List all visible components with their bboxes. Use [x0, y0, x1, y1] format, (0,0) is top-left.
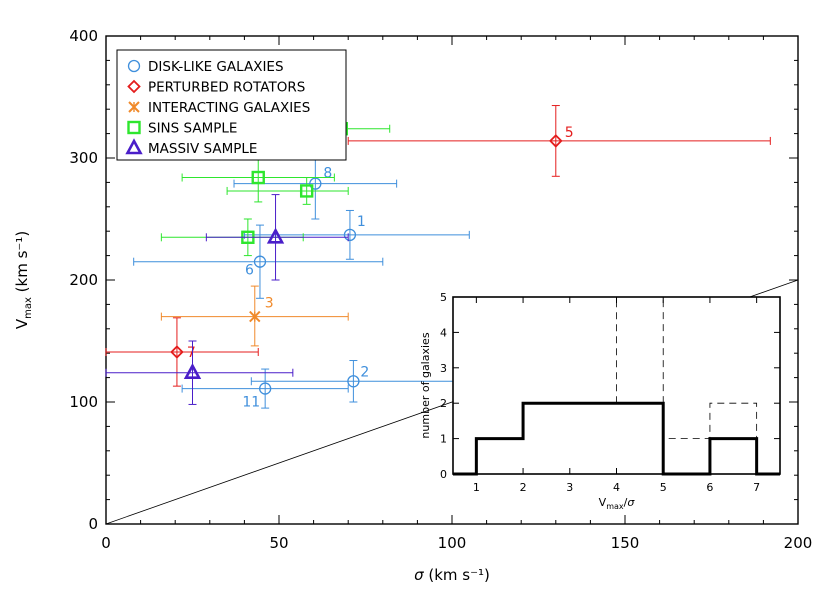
inset-x-tick-label: 6 [706, 481, 713, 494]
legend-label: DISK-LIKE GALAXIES [148, 59, 284, 75]
legend-label: SINS SAMPLE [148, 121, 237, 137]
point-marker [251, 170, 265, 185]
y-tick-label: 100 [69, 393, 98, 411]
series-perturbed-rotators: 57 [105, 105, 771, 387]
legend-marker [127, 79, 141, 94]
point-marker [183, 362, 202, 380]
data-point: 3 [160, 285, 349, 347]
series-disk-like-galaxies: 1 2 6 8 11 [133, 150, 470, 411]
point-marker [299, 184, 314, 198]
point-label: 7 [187, 345, 196, 361]
data-point: 1 [243, 209, 470, 260]
legend-entry: DISK-LIKE GALAXIES [127, 59, 284, 75]
x-tick-label: 100 [438, 534, 467, 552]
x-tick-label: 200 [784, 534, 813, 552]
legend-label: PERTURBED ROTATORS [148, 80, 305, 96]
inset-x-tick-label: 4 [613, 481, 620, 494]
data-point [226, 177, 349, 205]
series-massiv-sample [105, 194, 349, 405]
point-label: 11 [242, 395, 260, 411]
point-marker [309, 177, 322, 190]
inset-x-tick-label: 5 [660, 481, 667, 494]
inset-x-tick-label: 2 [520, 481, 527, 494]
legend-entry: INTERACTING GALAXIES [128, 100, 310, 116]
data-point: 11 [181, 368, 349, 411]
legend-entry: PERTURBED ROTATORS [127, 79, 305, 96]
point-marker [549, 134, 563, 148]
legend-marker [127, 120, 141, 135]
data-point: 2 [250, 360, 460, 403]
legend-marker [128, 101, 140, 113]
inset-y-tick-label: 5 [440, 291, 447, 304]
legend-marker [125, 138, 143, 155]
data-point [105, 340, 294, 405]
point-marker [343, 228, 357, 242]
inset-x-tick-label: 1 [473, 481, 480, 494]
y-tick-label: 300 [69, 149, 98, 167]
inset-y-tick-label: 4 [440, 326, 447, 339]
legend-label: MASSIV SAMPLE [148, 141, 257, 157]
legend-entry: SINS SAMPLE [127, 120, 237, 137]
point-label: 5 [565, 125, 574, 141]
data-point [205, 194, 349, 281]
series-interacting-galaxies: 3 [160, 285, 349, 347]
point-marker [347, 375, 360, 388]
point-label: 3 [265, 296, 274, 312]
point-label: 1 [357, 214, 366, 230]
inset-y-tick-label: 1 [440, 433, 447, 446]
x-tick-label: 150 [611, 534, 640, 552]
inset-y-tick-label: 3 [440, 362, 447, 375]
legend-box [116, 49, 347, 161]
legend: DISK-LIKE GALAXIES PERTURBED ROTATORS INTE… [116, 49, 347, 161]
legend-marker [127, 59, 141, 73]
data-point: 7 [105, 317, 259, 387]
y-tick-label: 0 [88, 515, 98, 533]
histogram-dashed [616, 296, 758, 439]
inset-x-tick-label: 7 [753, 481, 760, 494]
y-axis-title: Vmax (km s⁻¹) [13, 231, 34, 329]
point-label: 2 [360, 364, 369, 380]
legend-entry: MASSIV SAMPLE [125, 138, 257, 157]
y-tick-label: 200 [69, 271, 98, 289]
inset-x-tick-label: 3 [566, 481, 573, 494]
inset-y-axis-title: number of galaxies [419, 332, 432, 438]
inset-y-tick-label: 0 [440, 468, 447, 481]
x-axis-title: σ (km s⁻¹) [414, 566, 490, 584]
histogram-solid [453, 401, 780, 476]
point-label: 6 [245, 263, 254, 279]
inset-y-tick-label: 2 [440, 397, 447, 410]
point-marker [249, 310, 261, 323]
x-tick-label: 0 [101, 534, 111, 552]
point-marker [259, 382, 272, 395]
point-marker [253, 255, 267, 268]
point-marker [170, 345, 184, 359]
legend-label: INTERACTING GALAXIES [148, 100, 310, 116]
point-label: 8 [323, 166, 332, 182]
y-tick-label: 400 [69, 27, 98, 45]
data-point: 5 [347, 105, 771, 177]
x-tick-label: 50 [269, 534, 288, 552]
point-marker [266, 227, 285, 244]
data-point: 6 [133, 224, 384, 299]
inset-x-axis-title: Vmax/σ [599, 496, 636, 511]
